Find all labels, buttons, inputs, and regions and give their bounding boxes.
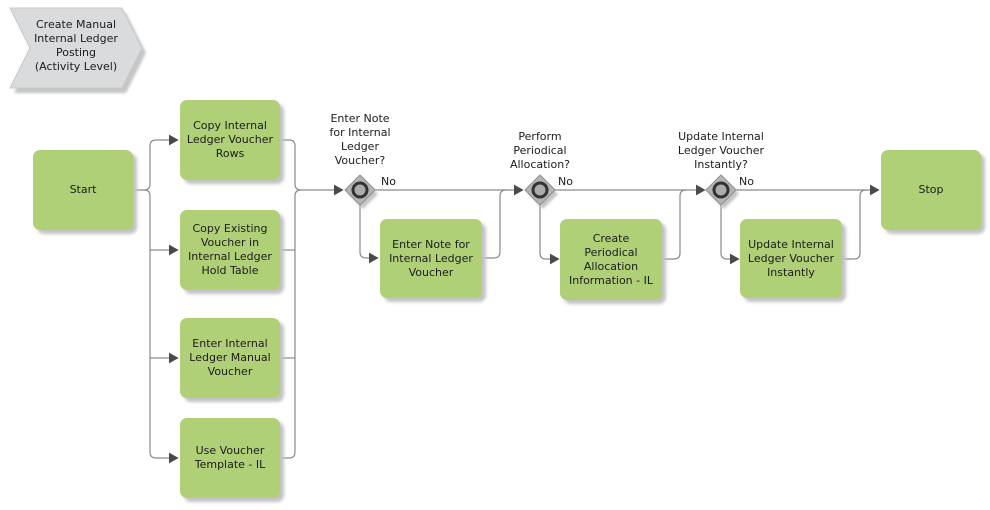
no-edge-label: No	[558, 175, 573, 188]
decision-periodical-allocation-gateway	[524, 174, 558, 209]
connector	[143, 189, 179, 464]
decision-question-periodical-allocation: Perform Periodical Allocation?	[509, 130, 571, 171]
connectors	[133, 134, 880, 464]
connector	[280, 139, 302, 191]
task-enter-note-internal-ledger-voucher[interactable]: Enter Note for Internal Ledger Voucher	[380, 219, 482, 298]
process-title: Create Manual Internal Ledger Posting (A…	[34, 18, 118, 73]
task-copy-existing-voucher-hold-table[interactable]: Copy Existing Voucher in Internal Ledger…	[180, 210, 280, 290]
connector	[359, 205, 379, 264]
task-enter-internal-ledger-manual-voucher[interactable]: Enter Internal Ledger Manual Voucher	[180, 318, 280, 398]
gateway-circle-icon	[712, 181, 730, 199]
gateway-circle-icon	[531, 181, 549, 199]
connector	[720, 205, 740, 265]
connector	[662, 189, 687, 260]
connector	[482, 189, 507, 259]
connector	[842, 189, 867, 260]
decision-question-enter-note: Enter Note for Internal Ledger Voucher?	[329, 112, 391, 167]
gateway-circle-icon	[351, 181, 369, 199]
connector	[539, 205, 560, 265]
task-use-voucher-template-il[interactable]: Use Voucher Template - IL	[180, 418, 280, 498]
stop-node: Stop	[881, 150, 981, 230]
decision-question-update-instantly: Update Internal Ledger Voucher Instantly…	[677, 130, 765, 171]
no-edge-label: No	[381, 175, 396, 188]
task-create-periodical-allocation-information[interactable]: Create Periodical Allocation Information…	[560, 219, 662, 300]
task-update-internal-ledger-voucher-instantly[interactable]: Update Internal Ledger Voucher Instantly	[740, 219, 842, 298]
connector	[280, 189, 302, 459]
decision-enter-note-gateway	[344, 174, 378, 209]
no-edge-label: No	[739, 175, 754, 188]
task-copy-internal-ledger-voucher-rows[interactable]: Copy Internal Ledger Voucher Rows	[180, 100, 280, 180]
chevron-shape	[9, 7, 143, 89]
start-node: Start	[33, 150, 133, 230]
process-header-chevron	[9, 7, 146, 93]
decision-update-instantly-gateway	[705, 174, 739, 209]
connector	[143, 134, 179, 191]
